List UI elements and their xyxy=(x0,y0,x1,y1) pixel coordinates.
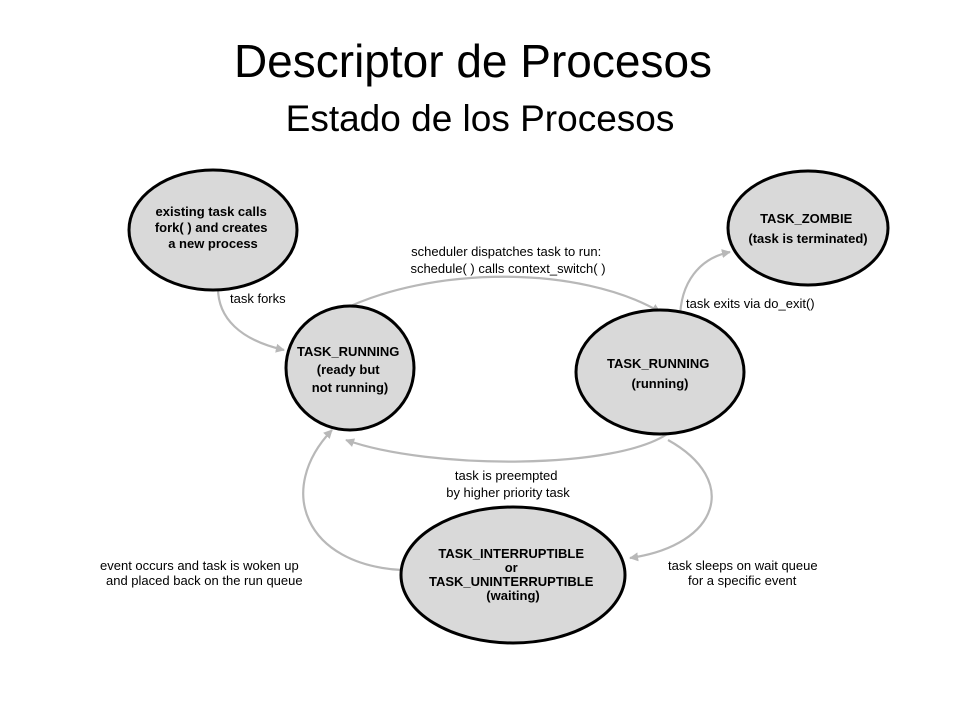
label-exit: task exits via do_exit() xyxy=(686,296,815,311)
arrow-dispatch xyxy=(337,275,661,313)
svg-text:existing task calls fork: existing task calls fork( ) and creates … xyxy=(155,204,271,251)
label-dispatch: scheduler dispatches task to run: schedu… xyxy=(410,244,605,276)
label-sleeps: task sleeps on wait queue for a specific… xyxy=(668,558,821,588)
arrow-exit xyxy=(678,249,731,321)
svg-text:TASK_RUNNING (running): TASK_RUNNING (running) xyxy=(607,356,713,391)
node-running-line-1: TASK_RUNNING xyxy=(607,356,709,371)
node-zombie-line-1: TASK_ZOMBIE xyxy=(760,211,853,226)
page-title: Descriptor de Procesos xyxy=(233,35,713,87)
node-ready-line-1: TASK_RUNNING xyxy=(297,344,399,359)
arrow-woken xyxy=(302,429,403,572)
node-running: TASK_RUNNING (running) xyxy=(574,308,746,436)
node-fork-line-2: fork( ) and creates xyxy=(155,220,268,235)
arrow-preempted xyxy=(345,431,671,463)
svg-text:TASK_INTERRUPTIBLE or: TASK_INTERRUPTIBLE or TASK_UNINTERRUPTIB… xyxy=(429,546,597,603)
node-zombie: TASK_ZOMBIE (task is terminated) xyxy=(726,169,890,287)
arrow-task-forks xyxy=(216,287,285,353)
node-waiting-line-2: or xyxy=(505,560,518,575)
node-waiting: TASK_INTERRUPTIBLE or TASK_UNINTERRUPTIB… xyxy=(399,505,627,645)
label-woken: event occurs and task is woken up and pl… xyxy=(100,558,303,588)
label-task-forks: task forks xyxy=(230,291,286,306)
node-running-line-2: (running) xyxy=(631,376,688,391)
node-ready: TASK_RUNNING (ready but not running) xyxy=(284,304,416,432)
node-ready-line-3: not running) xyxy=(312,380,389,395)
node-fork-line-3: a new process xyxy=(168,236,258,251)
svg-text:TASK_RUNNING (ready but: TASK_RUNNING (ready but not running) xyxy=(297,344,403,395)
node-ready-line-2: (ready but xyxy=(317,362,381,377)
arrow-sleeps xyxy=(629,439,713,562)
node-fork-line-1: existing task calls xyxy=(156,204,267,219)
svg-text:TASK_ZOMBIE (task is ter: TASK_ZOMBIE (task is terminated) xyxy=(748,211,867,246)
node-fork: existing task calls fork( ) and creates … xyxy=(127,168,299,292)
node-zombie-line-2: (task is terminated) xyxy=(748,231,867,246)
label-preempted: task is preempted by higher priority tas… xyxy=(446,468,570,500)
node-waiting-line-4: (waiting) xyxy=(486,588,539,603)
node-waiting-line-1: TASK_INTERRUPTIBLE xyxy=(438,546,584,561)
page-subtitle: Estado de los Procesos xyxy=(285,98,675,139)
node-waiting-line-3: TASK_UNINTERRUPTIBLE xyxy=(429,574,594,589)
